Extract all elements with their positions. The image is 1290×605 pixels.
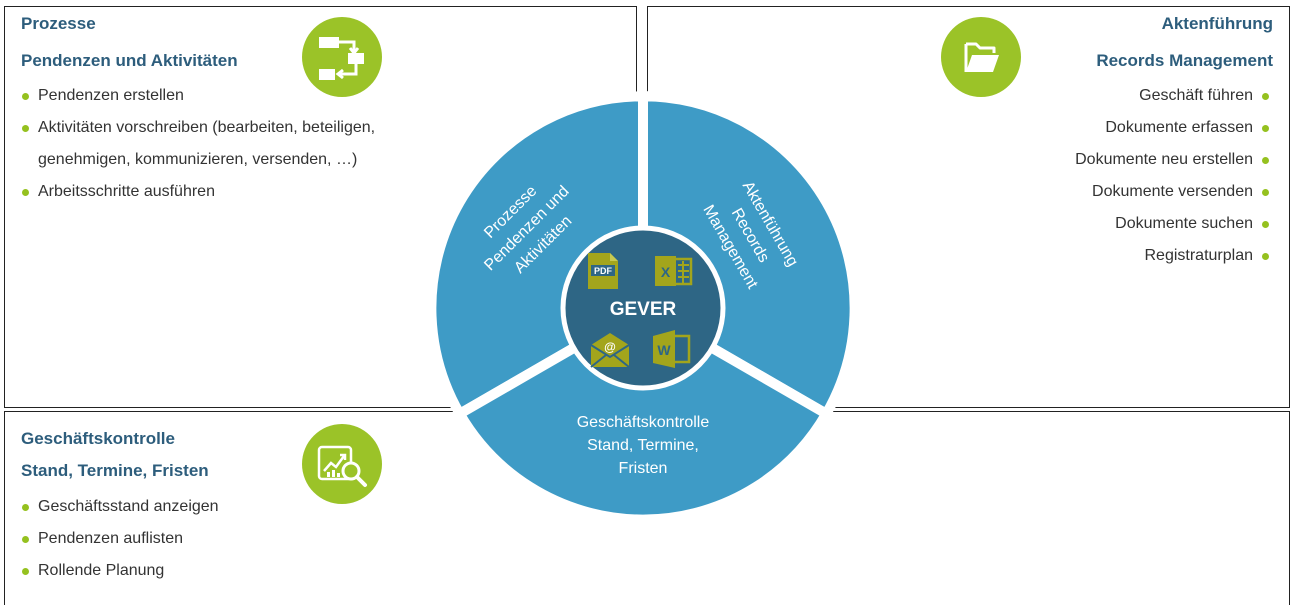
- processes-list: Pendenzen erstellen Aktivitäten vorschre…: [16, 80, 375, 208]
- excel-icon: X: [655, 256, 693, 286]
- list-item: Dokumente versenden: [1075, 176, 1275, 208]
- list-item: Registraturplan: [1075, 240, 1275, 272]
- records-title: Aktenführung: [1161, 14, 1273, 33]
- list-item: Dokumente suchen: [1075, 208, 1275, 240]
- list-item: Pendenzen auflisten: [16, 523, 219, 555]
- list-item: genehmigen, kommunizieren, versenden, …): [38, 151, 358, 168]
- list-item: Pendenzen erstellen: [16, 80, 375, 112]
- segment-control-label: Geschäftskontrolle Stand, Termine, Frist…: [576, 414, 710, 477]
- processes-subtitle: Pendenzen und Aktivitäten: [21, 51, 238, 70]
- process-flow-icon: [302, 17, 382, 97]
- email-icon: @: [590, 333, 630, 368]
- list-item: Rollende Planung: [16, 555, 219, 587]
- list-item: Aktivitäten vorschreiben (bearbeiten, be…: [16, 112, 375, 144]
- gever-center-label: GEVER: [609, 299, 677, 320]
- list-item: Geschäft führen: [1075, 80, 1275, 112]
- list-item: Dokumente neu erstellen: [1075, 144, 1275, 176]
- processes-title: Prozesse: [21, 14, 96, 33]
- list-item: Geschäftsstand anzeigen: [16, 491, 219, 523]
- svg-text:PDF: PDF: [594, 266, 613, 276]
- records-subtitle: Records Management: [1096, 51, 1273, 70]
- list-item: Dokumente erfassen: [1075, 112, 1275, 144]
- control-subtitle: Stand, Termine, Fristen: [21, 461, 209, 480]
- svg-text:W: W: [657, 342, 671, 358]
- list-item: Arbeitsschritte ausführen: [16, 176, 375, 208]
- wheel-segment-control: [452, 302, 834, 525]
- svg-text:@: @: [604, 340, 616, 354]
- pdf-icon: PDF: [588, 253, 618, 289]
- chart-search-icon: [302, 424, 382, 504]
- control-title: Geschäftskontrolle: [21, 429, 175, 448]
- records-list: Geschäft führen Dokumente erfassen Dokum…: [1075, 80, 1275, 272]
- word-icon: W: [653, 330, 691, 368]
- svg-text:X: X: [661, 264, 671, 280]
- control-list: Geschäftsstand anzeigen Pendenzen auflis…: [16, 491, 219, 587]
- folder-icon: [941, 17, 1021, 97]
